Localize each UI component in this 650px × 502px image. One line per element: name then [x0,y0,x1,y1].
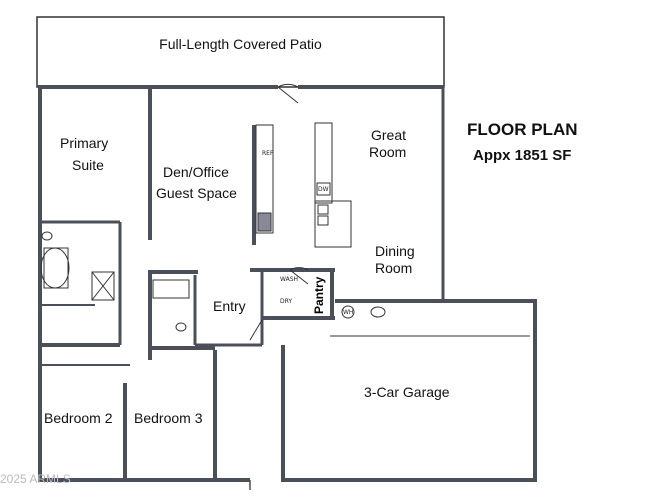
room-label-great-2: Room [369,144,407,160]
room-label-bedroom-3: Bedroom 3 [134,410,203,426]
kitchen-counter [255,124,274,234]
wh-label: WH [343,309,354,316]
room-label-great-1: Great [371,127,407,143]
floor-plan-area: Appx 1851 SF [473,147,572,164]
kitchen-island [314,122,333,204]
wash-label: WASH [280,276,299,283]
room-label-bedroom-2: Bedroom 2 [44,410,113,426]
ref-label: REF [262,150,274,157]
room-label-primary-2: Suite [72,157,104,173]
room-label-garage: 3-Car Garage [364,384,450,400]
watermark: 2025 ARMLS [0,472,71,486]
room-label-pantry: Pantry [312,276,326,314]
room-label-den-1: Den/Office [163,164,229,180]
room-label-primary-1: Primary [60,135,109,151]
room-label-den-2: Guest Space [156,185,237,201]
room-label-patio: Full-Length Covered Patio [159,36,322,52]
room-label-entry: Entry [213,298,246,314]
room-label-dining-2: Room [375,260,413,276]
floor-plan-title: FLOOR PLAN [467,120,578,139]
dw-label: DW [318,186,329,193]
dry-label: DRY [280,298,293,305]
room-label-dining-1: Dining [375,243,415,259]
